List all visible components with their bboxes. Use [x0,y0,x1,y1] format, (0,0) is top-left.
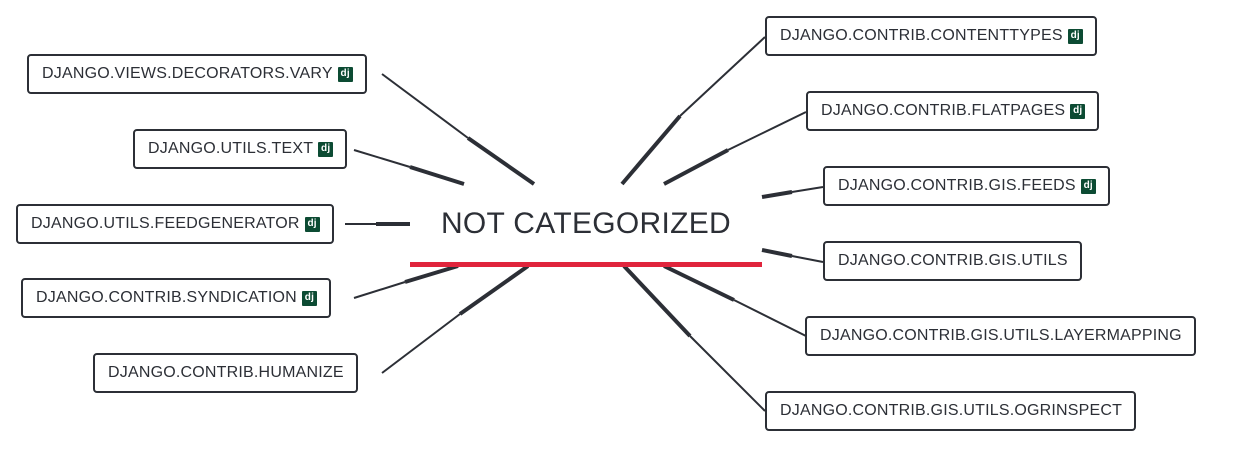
node-label: DJANGO.CONTRIB.GIS.FEEDS [838,177,1076,194]
connector-right-4 [761,248,824,263]
django-badge-icon: dj [337,66,353,82]
node-label: DJANGO.CONTRIB.HUMANIZE [108,364,344,381]
node-django-contrib-contenttypes[interactable]: DJANGO.CONTRIB.CONTENTTYPES dj [765,16,1097,56]
node-django-contrib-humanize[interactable]: DJANGO.CONTRIB.HUMANIZE [93,353,358,393]
node-label: DJANGO.CONTRIB.GIS.UTILS.OGRINSPECT [780,402,1123,419]
connector-right-1 [620,36,766,186]
node-label: DJANGO.CONTRIB.SYNDICATION [36,289,297,306]
node-label: DJANGO.CONTRIB.GIS.UTILS [838,252,1068,269]
connector-right-5 [663,264,807,337]
central-topic-label: NOT CATEGORIZED [440,207,732,240]
node-django-contrib-gis-utils-ogrinspect[interactable]: DJANGO.CONTRIB.GIS.UTILS.OGRINSPECT [765,391,1137,431]
node-label: DJANGO.VIEWS.DECORATORS.VARY [42,65,333,82]
connector-right-2 [663,111,807,186]
django-badge-icon: dj [1067,28,1083,44]
django-badge-icon: dj [301,290,317,306]
connector-left-1 [381,73,536,186]
node-label: DJANGO.UTILS.FEEDGENERATOR [31,215,300,232]
central-topic-underline [410,262,762,267]
node-django-utils-text[interactable]: DJANGO.UTILS.TEXT dj [133,129,348,169]
connector-right-6 [622,264,766,412]
connector-left-5 [381,264,530,374]
django-badge-icon: dj [318,141,334,157]
django-badge-icon: dj [304,216,320,232]
connector-right-3 [761,186,824,199]
connector-left-2 [353,149,465,186]
node-django-utils-feedgenerator[interactable]: DJANGO.UTILS.FEEDGENERATOR dj [16,204,334,244]
node-django-contrib-flatpages[interactable]: DJANGO.CONTRIB.FLATPAGES dj [806,91,1100,131]
central-topic[interactable]: NOT CATEGORIZED [410,198,762,250]
node-django-contrib-syndication[interactable]: DJANGO.CONTRIB.SYNDICATION dj [21,278,331,318]
node-django-views-decorators-vary[interactable]: DJANGO.VIEWS.DECORATORS.VARY dj [27,54,367,94]
node-label: DJANGO.UTILS.TEXT [148,140,314,157]
django-badge-icon: dj [1070,103,1086,119]
django-badge-icon: dj [1080,178,1096,194]
node-label: DJANGO.CONTRIB.GIS.UTILS.LAYERMAPPING [820,327,1182,344]
node-label: DJANGO.CONTRIB.FLATPAGES [821,102,1066,119]
connector-left-4 [353,264,459,299]
node-label: DJANGO.CONTRIB.CONTENTTYPES [780,27,1063,44]
node-django-contrib-gis-utils-layermapping[interactable]: DJANGO.CONTRIB.GIS.UTILS.LAYERMAPPING [805,316,1196,356]
node-django-contrib-gis-feeds[interactable]: DJANGO.CONTRIB.GIS.FEEDS dj [823,166,1110,206]
node-django-contrib-gis-utils[interactable]: DJANGO.CONTRIB.GIS.UTILS [823,241,1082,281]
